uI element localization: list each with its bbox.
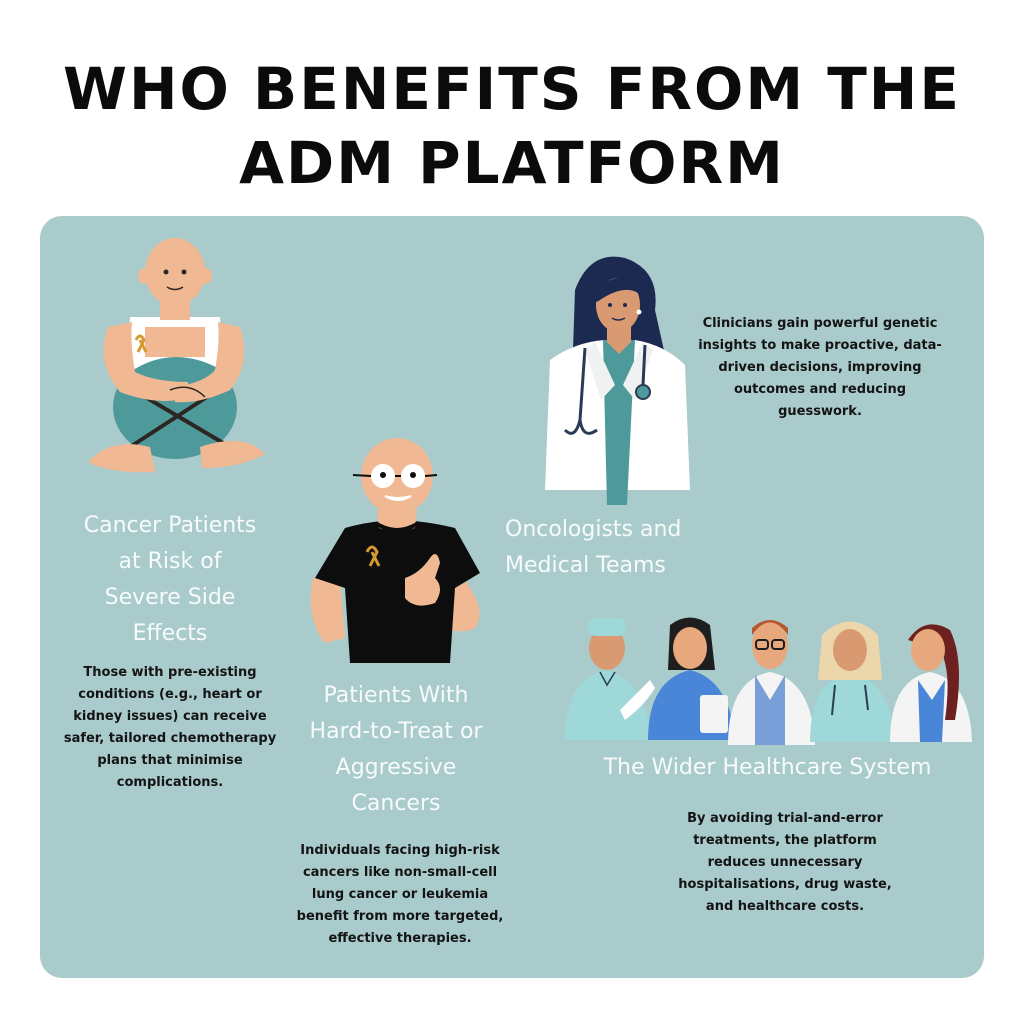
title-line-2: ADM PLATFORM [239,129,785,197]
heading-line: Medical Teams [505,553,666,578]
heading-line: The Wider Healthcare System [603,755,932,780]
heading-line: Oncologists and [505,517,682,542]
description-line: Individuals facing high-risk [300,843,500,858]
section-heading-cancer-patients: Cancer Patients at Risk of Severe Side E… [55,508,285,652]
description-line: Clinicians gain powerful genetic [702,316,938,331]
description-line: plans that minimise [97,753,243,768]
section-description-cancer-patients: Those with pre-existing conditions (e.g.… [50,662,290,794]
heading-line: Cancer Patients [83,513,257,538]
page-title: WHO BENEFITS FROM THE ADM PLATFORM [0,52,1024,200]
heading-line: Cancers [351,791,441,816]
description-line: effective therapies. [328,931,472,946]
section-heading-healthcare-system: The Wider Healthcare System [570,750,965,786]
section-description-oncologists: Clinicians gain powerful genetic insight… [680,313,960,423]
description-line: complications. [116,775,224,790]
heading-line: Severe Side [104,585,236,610]
description-line: guesswork. [778,404,862,419]
description-line: treatments, the platform [693,833,877,848]
description-line: conditions (e.g., heart or [78,687,262,702]
description-line: safer, tailored chemotherapy [63,731,277,746]
description-line: By avoiding trial-and-error [687,811,883,826]
title-line-1: WHO BENEFITS FROM THE [63,55,961,123]
description-line: insights to make proactive, data- [698,338,942,353]
patient-sitting-hugging-knees-illustration [88,238,265,473]
description-line: benefit from more targeted, [296,909,504,924]
section-description-healthcare-system: By avoiding trial-and-error treatments, … [665,808,905,918]
heading-line: Aggressive [335,755,457,780]
heading-line: Patients With [323,683,469,708]
heading-line: at Risk of [118,549,222,574]
description-line: cancers like non-small-cell [302,865,498,880]
heading-line: Effects [132,621,208,646]
description-line: Those with pre-existing [83,665,257,680]
description-line: and healthcare costs. [705,899,865,914]
section-heading-oncologists: Oncologists and Medical Teams [505,512,725,584]
description-line: lung cancer or leukemia [311,887,489,902]
patient-thumbs-up-illustration [310,438,480,663]
female-doctor-illustration [545,256,690,505]
heading-line: Hard-to-Treat or [309,719,483,744]
description-line: driven decisions, improving [718,360,922,375]
description-line: outcomes and reducing [733,382,907,397]
description-line: reduces unnecessary [707,855,863,870]
section-description-hard-to-treat: Individuals facing high-risk cancers lik… [290,840,510,950]
description-line: kidney issues) can receive [73,709,267,724]
medical-team-group-illustration [565,617,972,745]
description-line: hospitalisations, drug waste, [678,877,892,892]
section-heading-hard-to-treat: Patients With Hard-to-Treat or Aggressiv… [285,678,507,822]
